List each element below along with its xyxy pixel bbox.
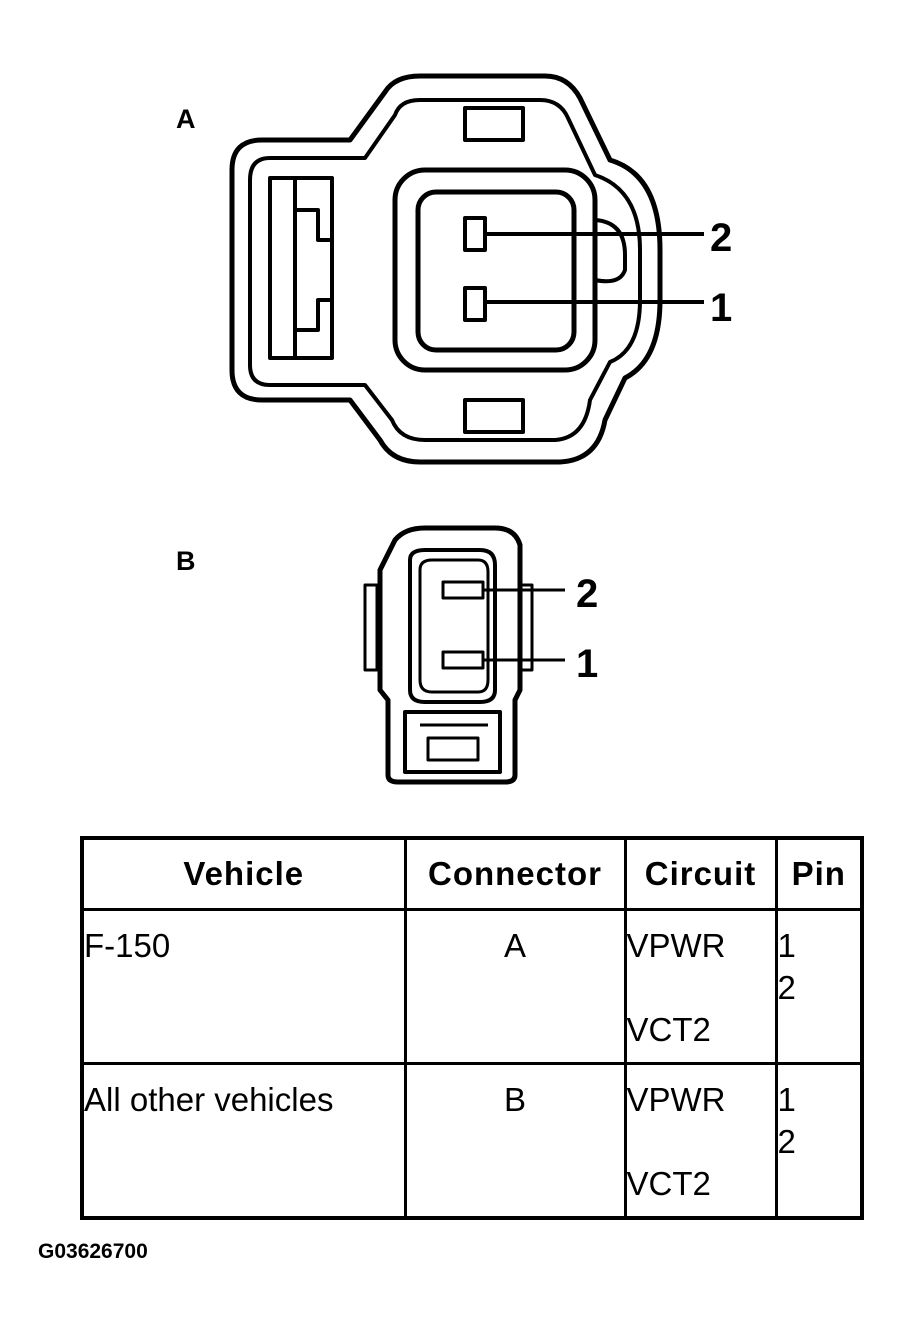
connector-cell: A <box>403 908 627 1065</box>
connector-cell: B <box>403 1061 627 1220</box>
circuit-value: VPWR <box>626 1080 726 1118</box>
header-circuit: Circuit <box>623 836 778 911</box>
pin-value: 1 <box>777 1080 796 1118</box>
header-connector: Connector <box>403 836 627 911</box>
circuit-value: VPWR <box>626 927 726 964</box>
pin-cell: 1 2 <box>774 908 864 1065</box>
pin-cell: 1 2 <box>774 1061 864 1220</box>
pin-value: 2 <box>777 1122 796 1160</box>
connector-b-pin-2-label: 2 <box>576 572 599 616</box>
pin-value: 2 <box>777 969 796 1006</box>
pin-value: 1 <box>777 927 796 964</box>
vehicle-cell: F-150 <box>80 908 407 1065</box>
figure-code: G03626700 <box>38 1240 148 1263</box>
table-header-row: Vehicle Connector Circuit Pin <box>80 836 864 911</box>
circuit-cell: VPWR VCT2 <box>623 1061 778 1220</box>
circuit-value: VCT2 <box>626 1164 711 1202</box>
header-pin: Pin <box>774 836 864 911</box>
pinout-table: Vehicle Connector Circuit Pin F-150 A VP… <box>80 836 864 1220</box>
circuit-value: VCT2 <box>626 1011 711 1048</box>
vehicle-cell: All other vehicles <box>80 1061 407 1220</box>
connector-a-label: A <box>176 104 196 134</box>
connector-a-pin-1-label: 1 <box>710 286 733 330</box>
table-row: F-150 A VPWR VCT2 1 2 <box>80 908 864 1065</box>
circuit-cell: VPWR VCT2 <box>623 908 778 1065</box>
connector-a-pin-2-label: 2 <box>710 216 733 260</box>
header-vehicle: Vehicle <box>80 836 407 911</box>
table-row: All other vehicles B VPWR VCT2 1 2 <box>80 1061 864 1220</box>
connector-b-pin-1-label: 1 <box>576 642 599 686</box>
connector-b-label: B <box>176 546 196 576</box>
